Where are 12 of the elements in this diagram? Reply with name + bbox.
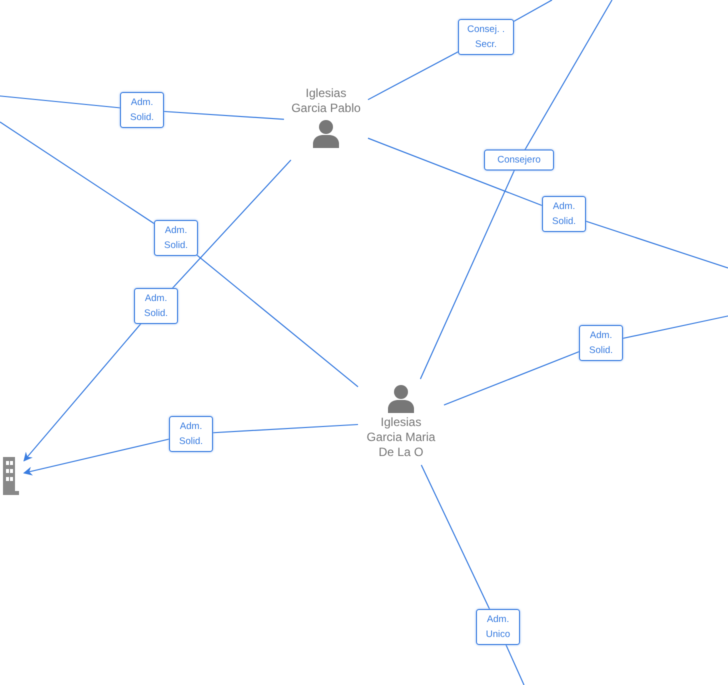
connector-line [420,0,612,380]
edge-label: Consejero [484,150,554,170]
edge-label: Adm. Solid. [542,196,586,232]
edge-label: Adm. Solid. [579,325,623,361]
edge-label: Adm. Solid. [134,288,178,324]
person-name: Iglesias Garcia Pablo [290,86,362,116]
edge-label: Consej. . Secr. [458,19,514,55]
edge-label: Adm. Solid. [120,92,164,128]
edge-label: Adm. Solid. [154,220,198,256]
person-name: Iglesias Garcia Maria De La O [366,415,436,460]
edge-label: Adm. Solid. [169,416,213,452]
edge-label: Adm. Unico [476,609,520,645]
